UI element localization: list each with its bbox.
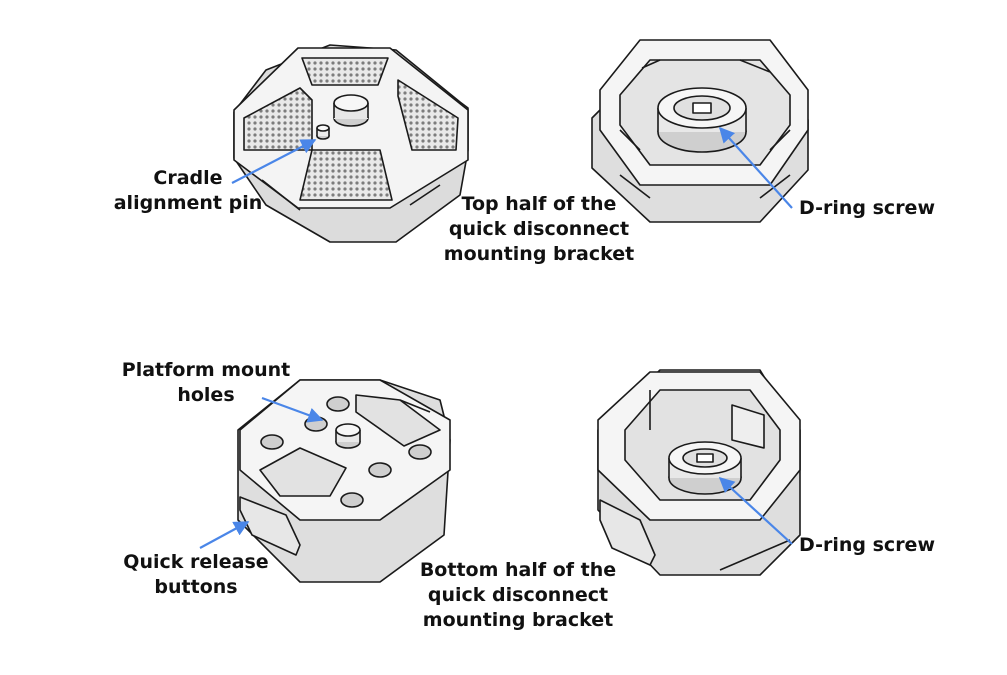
- quick-release-buttons-label: Quick release buttons: [118, 550, 274, 600]
- d-ring-screw-top-label: D-ring screw: [792, 196, 942, 221]
- callout-arrows: [199, 126, 793, 549]
- bottom-half-caption: Bottom half of the quick disconnect moun…: [410, 558, 626, 633]
- top-half-line-2: quick disconnect: [448, 218, 630, 240]
- cradle-pin-line-2: alignment pin: [113, 192, 263, 214]
- top-half-interior-part: [591, 39, 809, 223]
- arrow-dring-bottom: [718, 476, 793, 545]
- top-half-line-1: Top half of the: [461, 193, 617, 215]
- arrow-platform-holes: [261, 396, 324, 423]
- cradle-pin-line-1: Cradle: [153, 167, 223, 189]
- d-ring-screw-bottom-label: D-ring screw: [792, 533, 942, 558]
- bottom-half-line-3: mounting bracket: [422, 609, 614, 631]
- bottom-half-line-2: quick disconnect: [427, 584, 609, 606]
- cradle-alignment-pin-label: Cradle alignment pin: [108, 166, 268, 216]
- bottom-half-interior-part: [597, 369, 801, 576]
- quick-release-line-2: buttons: [154, 576, 238, 598]
- bottom-half-exterior-part: [237, 379, 451, 583]
- top-half-line-3: mounting bracket: [443, 243, 635, 265]
- platform-holes-line-1: Platform mount: [121, 359, 291, 381]
- bottom-half-line-1: Bottom half of the: [419, 559, 617, 581]
- platform-mount-holes-label: Platform mount holes: [114, 358, 298, 408]
- top-half-caption: Top half of the quick disconnect mountin…: [434, 192, 644, 267]
- top-half-exterior-part: [233, 44, 469, 243]
- dring-top-text: D-ring screw: [798, 197, 935, 219]
- arrow-quick-release: [199, 521, 250, 549]
- platform-holes-line-2: holes: [177, 384, 235, 406]
- arrow-dring-top: [718, 126, 793, 209]
- dring-bottom-text: D-ring screw: [798, 534, 935, 556]
- quick-release-line-1: Quick release: [123, 551, 269, 573]
- arrow-cradle-pin: [231, 139, 317, 184]
